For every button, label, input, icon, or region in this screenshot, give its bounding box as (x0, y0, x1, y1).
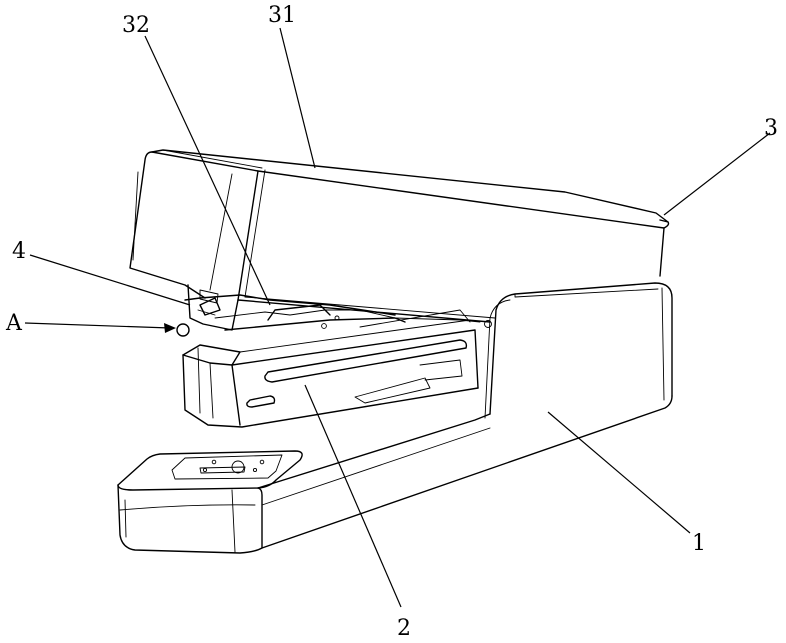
base-front-bevel-left (124, 499, 127, 538)
handle-side-inner-edge (244, 296, 496, 319)
handle-part-3 (129, 149, 670, 337)
leader-lines (24, 27, 771, 608)
base-bottom-edge (261, 395, 673, 549)
leader-4 (29, 254, 191, 306)
callout-3: 3 (764, 116, 778, 141)
base-side-line (261, 427, 491, 506)
handle-nose (187, 284, 239, 331)
leader-3 (663, 132, 771, 216)
pusher-spring-block (419, 359, 463, 381)
anvil-dot-3 (202, 467, 208, 473)
handle-front-right (237, 170, 259, 301)
handle-side-bottom (237, 299, 491, 323)
handle-front-inner (209, 173, 233, 291)
anvil-slot (199, 466, 246, 474)
leader-31 (279, 27, 316, 169)
magazine-lower-outline (182, 354, 479, 428)
anvil-dot-1 (211, 459, 217, 465)
callout-2: 2 (397, 616, 411, 641)
handle-front-left (129, 151, 206, 299)
leader-32 (144, 35, 271, 306)
magazine-long-slot (264, 339, 468, 383)
callout-A: A (5, 311, 23, 336)
detail-circle-A (176, 323, 190, 337)
magazine-front-edge (231, 364, 241, 426)
handle-top-chamfer (162, 149, 263, 169)
staple-track-part-32 (184, 294, 492, 331)
callout-31: 31 (268, 3, 296, 28)
track-rivet-2 (334, 315, 340, 321)
callout-4: 4 (12, 239, 26, 264)
magazine-front-cap (182, 344, 241, 366)
handle-front-right-bevel (244, 169, 266, 298)
anvil-dot-4 (252, 467, 258, 473)
handle-top-face-back (151, 149, 669, 223)
anvil-plate (171, 454, 283, 480)
base-part-1 (117, 395, 673, 554)
leader-A (24, 322, 171, 329)
base-front-bevel-right (231, 489, 236, 553)
base-front-edge (119, 504, 256, 511)
handle-front-bevel (132, 171, 139, 261)
callout-32: 32 (122, 13, 150, 38)
anvil-dimple (231, 460, 245, 474)
anvil-dot-2 (259, 459, 265, 465)
leader-2 (304, 384, 402, 608)
magazine-top-rail (239, 319, 471, 353)
track-rail (359, 309, 471, 328)
handle-nose-tab (199, 289, 219, 304)
callout-labels: 1 2 3 31 32 4 A (5, 3, 778, 641)
post-outline (489, 282, 673, 415)
hinge-pin (484, 320, 492, 328)
pusher-plate (354, 377, 431, 404)
leader-1 (547, 411, 691, 534)
handle-corner (257, 170, 267, 173)
magazine-inner-edge (209, 362, 214, 419)
arrowhead-A (164, 323, 176, 333)
magazine-face-line (197, 347, 201, 414)
base-rear-post (484, 282, 673, 419)
track-cutout (267, 304, 331, 321)
callout-1: 1 (692, 531, 706, 556)
magazine-side-panel (231, 329, 479, 389)
base-plate-top (117, 450, 303, 491)
base-front-face (117, 484, 263, 554)
track-rivet-1 (321, 323, 327, 329)
handle-rear-end (659, 227, 665, 277)
magazine-part-2 (182, 319, 479, 428)
post-right-edge (661, 287, 665, 401)
handle-nose-line (197, 309, 216, 316)
post-top-edge (514, 288, 659, 298)
magazine-short-slot (246, 395, 276, 408)
